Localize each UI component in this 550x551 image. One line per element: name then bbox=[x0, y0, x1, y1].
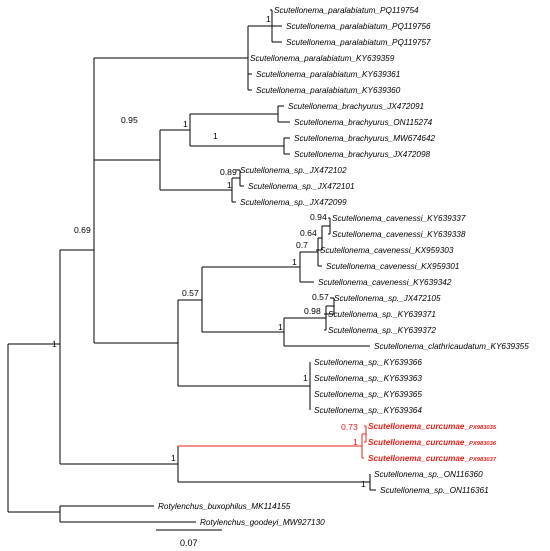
support-values: 1 0.69 0.95 1 1 1 0.89 1 0.57 1 0.7 0.64 0.94 1 0.98 0.… bbox=[52, 14, 366, 489]
tip-label: Scutellonema_sp._KY639372 bbox=[328, 326, 436, 335]
support-value: 0.57 bbox=[182, 288, 199, 298]
support-value: 0.7 bbox=[296, 240, 308, 250]
support-value: 0.98 bbox=[304, 306, 321, 316]
support-value: 0.57 bbox=[312, 292, 329, 302]
tip-label: Scutellonema_cavenessi_KY639337 bbox=[332, 214, 466, 223]
support-value: 1 bbox=[213, 131, 218, 141]
tip-label: Rotylenchus_goodeyi_MW927130 bbox=[200, 518, 325, 527]
tip-label: Scutellonema_paralabiatum_PQ119754 bbox=[274, 6, 419, 15]
support-value: 1 bbox=[227, 180, 232, 190]
tip-label: Scutellonema_paralabiatum_KY639360 bbox=[256, 86, 401, 95]
tip-label: Scutellonema_cavenessi_KX959303 bbox=[320, 246, 454, 255]
support-value: 0.73 bbox=[341, 422, 358, 432]
scale-bar: 0.07 bbox=[156, 529, 222, 548]
tip-accession: PX983037 bbox=[469, 457, 497, 463]
tip-label: Scutellonema_sp._KY639363 bbox=[314, 374, 422, 383]
tip-label: Scutellonema_sp._ON116360 bbox=[374, 470, 483, 479]
tip-label: Scutellonema_paralabiatum_KY639359 bbox=[250, 54, 395, 63]
tree-branches bbox=[7, 9, 376, 523]
support-value: 1 bbox=[183, 119, 188, 129]
tip-label: Scutellonema_curcumae_PX983036 bbox=[368, 438, 497, 447]
tip-accession: PX983035 bbox=[469, 425, 497, 431]
tip-label: Scutellonema_sp._KY639371 bbox=[328, 310, 436, 319]
support-value: 1 bbox=[278, 322, 283, 332]
tip-label: Scutellonema_clathricaudatum_KY639355 bbox=[374, 342, 529, 351]
tip-label: Scutellonema_brachyurus_JX472098 bbox=[294, 150, 431, 159]
tip-label: Scutellonema_sp._ON116361 bbox=[380, 486, 489, 495]
support-value: 0.64 bbox=[300, 228, 317, 238]
tip-label: Scutellonema_cavenessi_KX959301 bbox=[326, 262, 459, 271]
tip-label: Scutellonema_paralabiatum_PQ119756 bbox=[286, 22, 431, 31]
tip-labels: Scutellonema_paralabiatum_PQ119754Scutel… bbox=[158, 6, 529, 527]
tip-label: Scutellonema_sp._JX472099 bbox=[240, 198, 347, 207]
scale-bar-label: 0.07 bbox=[180, 538, 198, 548]
tip-label: Scutellonema_brachyurus_JX472091 bbox=[288, 102, 424, 111]
tip-label: Scutellonema_cavenessi_KY639338 bbox=[332, 230, 466, 239]
tip-label: Scutellonema_curcumae_PX983035 bbox=[368, 422, 497, 431]
tip-accession: PX983036 bbox=[469, 441, 497, 447]
tip-label: Scutellonema_sp._KY639365 bbox=[314, 390, 422, 399]
tip-label: Scutellonema_paralabiatum_KY639361 bbox=[256, 70, 400, 79]
tip-label: Scutellonema_curcumae_PX983037 bbox=[368, 454, 497, 463]
support-value: 0.94 bbox=[310, 212, 327, 222]
support-value: 1 bbox=[266, 14, 271, 24]
tip-label: Scutellonema_sp._KY639366 bbox=[314, 358, 422, 367]
support-value: 1 bbox=[292, 257, 297, 267]
support-value: 1 bbox=[361, 479, 366, 489]
tip-label: Scutellonema_brachyurus_ON115274 bbox=[294, 118, 433, 127]
support-value: 0.69 bbox=[74, 225, 91, 235]
tip-label: Scutellonema_sp._JX472105 bbox=[334, 294, 441, 303]
tip-label: Scutellonema_cavenessi_KY639342 bbox=[318, 278, 452, 287]
support-value: 1 bbox=[171, 453, 176, 463]
tip-label: Scutellonema_paralabiatum_PQ119757 bbox=[286, 38, 431, 47]
tip-label: Scutellonema_brachyurus_MW674642 bbox=[294, 134, 436, 143]
tip-label: Scutellonema_sp._JX472102 bbox=[240, 166, 347, 175]
support-value: 1 bbox=[52, 339, 57, 349]
support-value: 1 bbox=[303, 373, 308, 383]
tip-label: Scutellonema_sp._KY639364 bbox=[314, 406, 422, 415]
support-value: 1 bbox=[353, 437, 358, 447]
support-value: 0.89 bbox=[220, 167, 237, 177]
tip-label: Scutellonema_sp._JX472101 bbox=[248, 182, 355, 191]
support-value: 0.95 bbox=[121, 115, 138, 125]
tip-label: Rotylenchus_buxophilus_MK114155 bbox=[158, 502, 291, 511]
